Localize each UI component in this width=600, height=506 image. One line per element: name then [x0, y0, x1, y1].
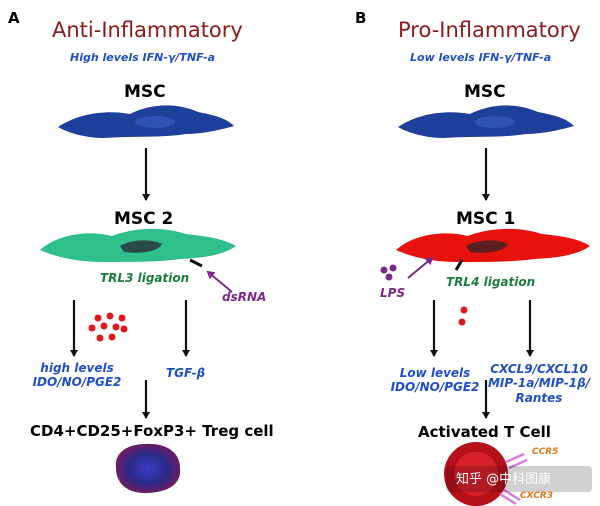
panel-b-subtitle: Low levels IFN-γ/TNF-a — [410, 51, 552, 64]
trl4-ligation-label: TRL4 ligation — [446, 275, 536, 289]
msc-cell-a — [58, 105, 234, 138]
lps-label: LPS — [380, 286, 406, 300]
msc1-label: MSC 1 — [456, 209, 516, 229]
watermark-text: 知乎 @中科图康 — [456, 472, 552, 487]
panel-a-subtitle: High levels IFN-γ/TNF-a — [70, 51, 216, 64]
panel-b-msc-label: MSC — [464, 82, 506, 102]
panel-a-msc-label: MSC — [124, 82, 166, 102]
watermark-badge — [446, 466, 592, 492]
panel-b-letter: B — [355, 9, 367, 27]
panel-b-left-product: Low levels IDO/NO/PGE2 — [382, 366, 488, 395]
panel-b-left-product-line2: IDO/NO/PGE2 — [390, 380, 480, 395]
treg-cell — [115, 443, 181, 494]
activated-t-cell — [444, 442, 508, 506]
activated-t-cell-label: Activated T Cell — [418, 423, 551, 441]
panel-b-right-product: CXCL9/CXCL10 MIP-1a/MIP-1β/ Rantes — [484, 362, 594, 405]
panel-b-right-product-line2: MIP-1a/MIP-1β/ — [487, 376, 591, 391]
arrow-dsrna-to-ligation — [206, 270, 233, 293]
panel-a-left-product: high levels IDO/NO/PGE2 — [22, 361, 132, 390]
cxcr3-label: CXCR3 — [520, 491, 554, 501]
lps-dots — [380, 264, 397, 281]
trl3-ligation-label: TRL3 ligation — [100, 271, 190, 285]
panel-b-title: Pro-Inflammatory — [398, 18, 581, 42]
secreted-dots-a — [88, 312, 128, 342]
panel-b-right-product-line3: Rantes — [515, 390, 563, 405]
msc1-cell — [396, 228, 590, 271]
ccr5-label: CCR5 — [532, 447, 559, 457]
msc2-label: MSC 2 — [114, 209, 174, 229]
panel-a-title: Anti-Inflammatory — [52, 18, 243, 42]
panel-b-left-product-line1: Low levels — [399, 366, 471, 380]
cxcr3-receptor — [499, 488, 521, 506]
treg-outcome-label: CD4+CD25+FoxP3+ Treg cell — [30, 422, 274, 440]
ccr5-receptor — [505, 452, 528, 470]
panel-b-right-product-line1: CXCL9/CXCL10 — [490, 362, 588, 376]
msc-cell-b — [398, 105, 574, 138]
arrow-lps-to-ligation — [407, 256, 434, 279]
panel-a-letter: A — [8, 9, 20, 27]
msc2-cell — [40, 228, 236, 268]
panel-a-left-product-line2: IDO/NO/PGE2 — [32, 375, 122, 390]
tgf-beta-label: TGF-β — [166, 366, 206, 380]
dsrna-label: dsRNA — [222, 290, 267, 304]
secreted-dots-b — [458, 306, 468, 326]
panel-a-left-product-line1: high levels — [40, 361, 114, 375]
